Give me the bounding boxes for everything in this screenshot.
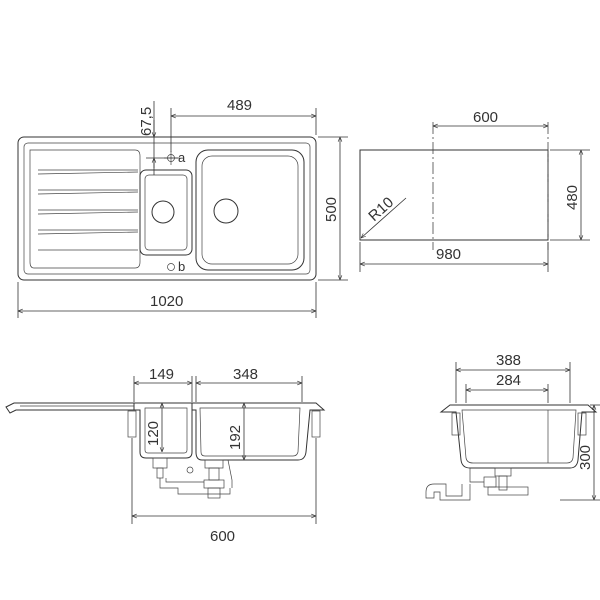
front-small-bowl (134, 402, 193, 459)
dimension-980: 980 (359, 242, 549, 272)
dim-480-text: 480 (564, 185, 581, 210)
radius-r10: R10 (361, 194, 407, 238)
sink-top-view: a b 67,5 489 500 (17, 97, 348, 318)
dimension-600-cutout: 600 (433, 109, 548, 126)
large-bowl (195, 149, 305, 271)
dimension-284: 284 (465, 372, 549, 403)
mount-clip-right (311, 410, 321, 438)
dimension-388: 388 (455, 352, 571, 403)
dim-388-text: 388 (496, 352, 521, 369)
dimension-300: 300 (560, 404, 600, 501)
dim-192-text: 192 (227, 425, 244, 450)
dimension-1020: 1020 (17, 282, 317, 318)
side-waste-plumbing (425, 467, 529, 501)
side-clip-left (451, 412, 461, 436)
dim-600-cutout-text: 600 (473, 109, 498, 126)
drainer-slab (5, 402, 135, 414)
dim-489-text: 489 (227, 97, 252, 114)
dimension-67-5: 67,5 (138, 101, 180, 175)
small-bowl (139, 169, 193, 256)
cutout-rectangle (359, 149, 549, 241)
front-section-view: 149 348 120 192 600 (5, 366, 326, 545)
radius-r10-text: R10 (365, 194, 397, 225)
dim-120-text: 120 (145, 421, 162, 446)
label-b: b (178, 259, 185, 274)
dimension-500: 500 (318, 136, 348, 281)
side-bowl (439, 404, 598, 469)
dimension-480: 480 (550, 149, 590, 241)
front-waste-plumbing (152, 457, 233, 499)
large-bowl-drain (213, 198, 239, 224)
dimension-600-front: 600 (131, 438, 317, 545)
drainer-area (29, 149, 141, 269)
label-a: a (178, 150, 186, 165)
dimension-489: 489 (170, 97, 317, 152)
dim-600-front-text: 600 (210, 528, 235, 545)
dim-348-text: 348 (233, 366, 258, 383)
dim-284-text: 284 (496, 372, 521, 389)
side-clip-right (577, 412, 587, 436)
small-bowl-drain (151, 200, 175, 224)
cutout-view: 600 480 980 R10 (359, 109, 590, 272)
dim-500-text: 500 (323, 197, 340, 222)
dim-1020-text: 1020 (150, 293, 183, 310)
dimension-348: 348 (195, 366, 303, 402)
side-section-view: 388 284 300 (425, 352, 600, 501)
sink-outline (17, 136, 317, 281)
dimension-120: 120 (145, 403, 162, 452)
dimension-149: 149 (133, 366, 193, 402)
dim-980-text: 980 (436, 246, 461, 263)
front-large-bowl (192, 402, 326, 461)
sink-inner-rim (23, 142, 311, 275)
tap-hole-b: b (167, 259, 185, 274)
dim-149-text: 149 (149, 366, 174, 383)
dim-67-5-text: 67,5 (138, 107, 155, 136)
tap-hole-a: a (164, 150, 186, 165)
dimension-192: 192 (227, 403, 244, 460)
mount-clip-left (127, 410, 137, 438)
dim-300-text: 300 (577, 445, 594, 470)
